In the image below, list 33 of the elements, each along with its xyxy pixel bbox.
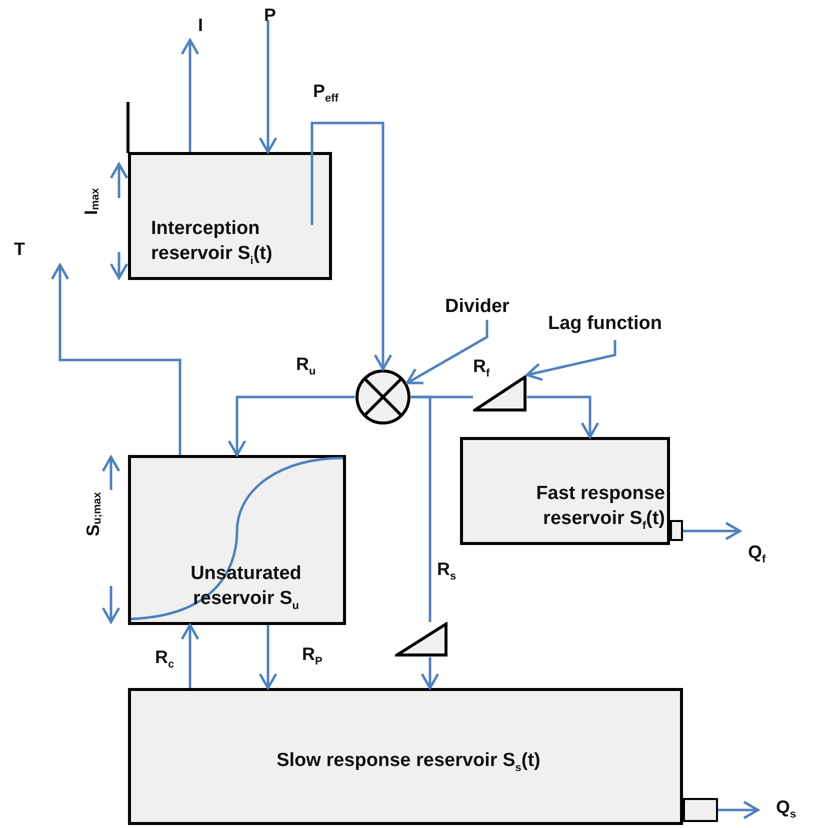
lag-triangle [395, 622, 448, 657]
flow-arrow [180, 38, 200, 152]
flow-arrow [526, 340, 616, 381]
flow-arrow [718, 800, 760, 820]
interception-reservoir [128, 152, 332, 280]
lag-triangle [473, 375, 527, 412]
callout-text: Divider [445, 295, 510, 319]
flow-arrow [228, 396, 355, 456]
flow-label: Q$_{f}$ [748, 543, 766, 566]
flow-arrow [258, 625, 278, 690]
reservoir-label: Fast response reservoir S$_{f}$(t) [535, 482, 665, 533]
flow-arrow [406, 320, 488, 384]
flow-arrow [258, 20, 278, 154]
reservoir-label: Interception reservoir S$_{i}$(t) [151, 217, 274, 268]
flow-label: R$_{u}$ [296, 355, 316, 378]
flow-label: P$_{eff}$ [313, 82, 338, 105]
flow-label: I [198, 16, 204, 34]
flow-arrow [683, 522, 742, 540]
flow-label: R$_{c}$ [155, 648, 174, 671]
flow-arrow [180, 624, 200, 688]
flow-arrow [420, 657, 440, 690]
reservoir-label: Slow response reservoir S$_{s}$(t) [276, 749, 542, 776]
flow-label: R$_{s}$ [437, 560, 456, 583]
flow-label: Q$_{s}$ [776, 798, 796, 821]
unsaturated-reservoir [128, 455, 346, 625]
flow-label: R$_{f}$ [473, 357, 490, 380]
flow-arrow [50, 264, 182, 455]
flow-label: P [264, 6, 276, 24]
flow-arrow [310, 122, 392, 370]
flow-label: T [14, 240, 25, 258]
flow-label: R$_{P}$ [302, 645, 322, 668]
flow-arrow [527, 396, 600, 438]
callout-text: Lag function [548, 312, 662, 336]
